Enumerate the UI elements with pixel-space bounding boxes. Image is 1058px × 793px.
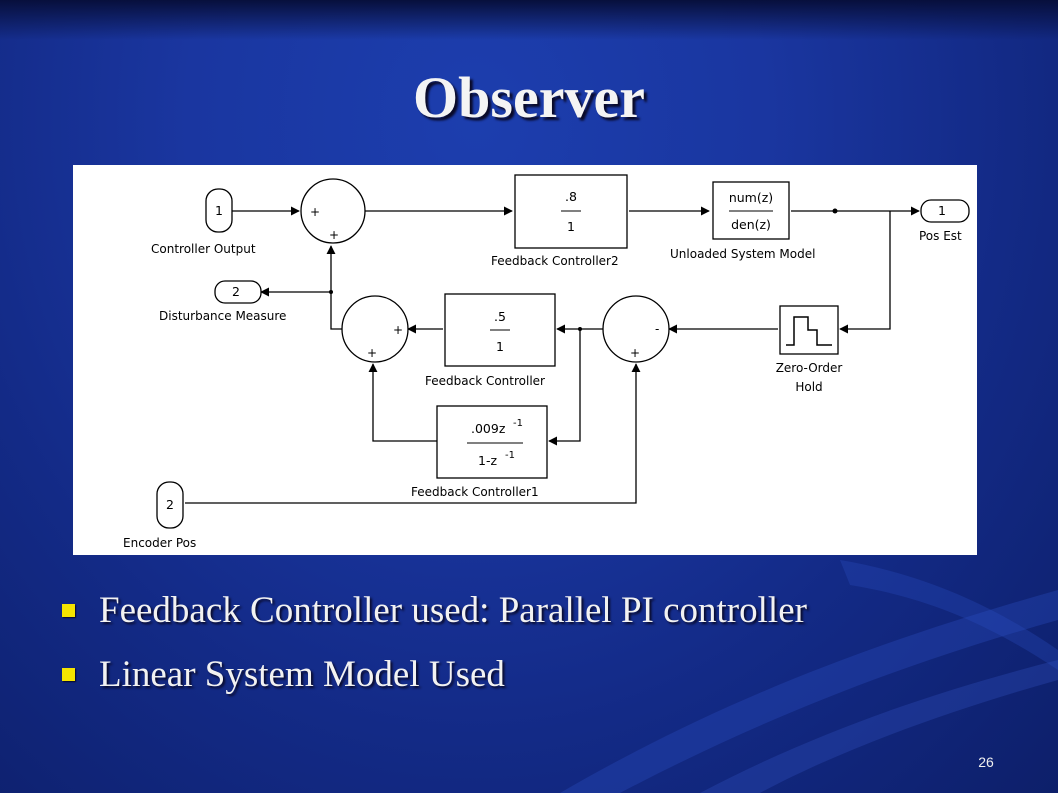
block-feedback-controller: .5 1 Feedback Controller <box>425 293 556 388</box>
port-controller-output: 1 Controller Output <box>151 188 256 256</box>
block-feedback-controller2: .8 1 Feedback Controller2 <box>491 174 628 268</box>
svg-text:den(z): den(z) <box>731 217 771 232</box>
line-fc1-to-sum2 <box>368 363 437 442</box>
svg-text:1: 1 <box>215 203 223 218</box>
bullet-item: Linear System Model Used <box>62 652 807 696</box>
block-unloaded-system-model: num(z) den(z) Unloaded System Model <box>670 181 815 261</box>
svg-text:2: 2 <box>166 497 174 512</box>
svg-text:+: + <box>367 346 377 360</box>
block-feedback-controller1: .009z -1 1-z -1 Feedback Controller1 <box>411 405 548 499</box>
port-encoder-pos-label: Encoder Pos <box>123 536 196 550</box>
svg-text:1: 1 <box>938 203 946 218</box>
bullet-text: Linear System Model Used <box>99 653 505 695</box>
port-disturbance-measure: 2 Disturbance Measure <box>159 280 286 323</box>
bullet-item: Feedback Controller used: Parallel PI co… <box>62 588 807 632</box>
page-number: 26 <box>978 754 994 770</box>
block-feedback-controller2-label: Feedback Controller2 <box>491 254 619 268</box>
svg-text:.8: .8 <box>565 189 577 204</box>
svg-text:1: 1 <box>567 219 575 234</box>
svg-text:+: + <box>329 228 339 242</box>
sum-block-2: + + <box>341 295 409 363</box>
bullet-square-icon <box>62 667 75 681</box>
branch-point-model <box>832 208 838 214</box>
svg-text:+: + <box>630 346 640 360</box>
block-zero-order-hold-label-line1: Zero-Order <box>776 361 843 375</box>
branch-point-disturbance <box>329 290 333 294</box>
svg-text:-1: -1 <box>513 418 523 429</box>
line-encoder-to-sum3 <box>185 363 641 504</box>
block-zero-order-hold-label-line2: Hold <box>795 380 822 394</box>
slide-title: Observer <box>413 65 645 130</box>
bullet-square-icon <box>62 603 75 617</box>
bullet-text: Feedback Controller used: Parallel PI co… <box>99 589 807 631</box>
branch-point-feedback <box>578 327 582 331</box>
sum-block-1: + + <box>300 178 366 244</box>
svg-text:+: + <box>393 323 403 337</box>
block-zero-order-hold: Zero-Order Hold <box>776 305 843 394</box>
svg-text:-: - <box>655 322 659 336</box>
port-encoder-pos: 2 Encoder Pos <box>123 481 196 550</box>
port-controller-output-label: Controller Output <box>151 242 256 256</box>
svg-text:1: 1 <box>496 339 504 354</box>
line-feedback-to-zoh <box>839 211 891 334</box>
line-sum2-to-sum1 <box>326 245 342 330</box>
port-pos-est-label: Pos Est <box>919 229 962 243</box>
block-feedback-controller1-label: Feedback Controller1 <box>411 485 539 499</box>
port-pos-est: 1 Pos Est <box>919 199 970 243</box>
svg-text:.009z: .009z <box>471 421 506 436</box>
block-diagram-svg: 1 Controller Output 2 Disturbance Measur… <box>123 174 970 550</box>
svg-text:+: + <box>310 205 320 219</box>
line-branch-to-fc1 <box>548 329 581 446</box>
block-unloaded-system-model-label: Unloaded System Model <box>670 247 815 261</box>
bullet-list: Feedback Controller used: Parallel PI co… <box>62 588 807 716</box>
svg-text:1-z: 1-z <box>478 453 497 468</box>
svg-text:2: 2 <box>232 284 240 299</box>
svg-text:num(z): num(z) <box>729 190 773 205</box>
svg-text:-1: -1 <box>505 450 515 461</box>
port-disturbance-measure-label: Disturbance Measure <box>159 309 286 323</box>
block-feedback-controller-label: Feedback Controller <box>425 374 545 388</box>
sum-block-3: - + <box>602 295 670 363</box>
svg-text:.5: .5 <box>494 309 506 324</box>
simulink-diagram: 1 Controller Output 2 Disturbance Measur… <box>73 165 977 555</box>
